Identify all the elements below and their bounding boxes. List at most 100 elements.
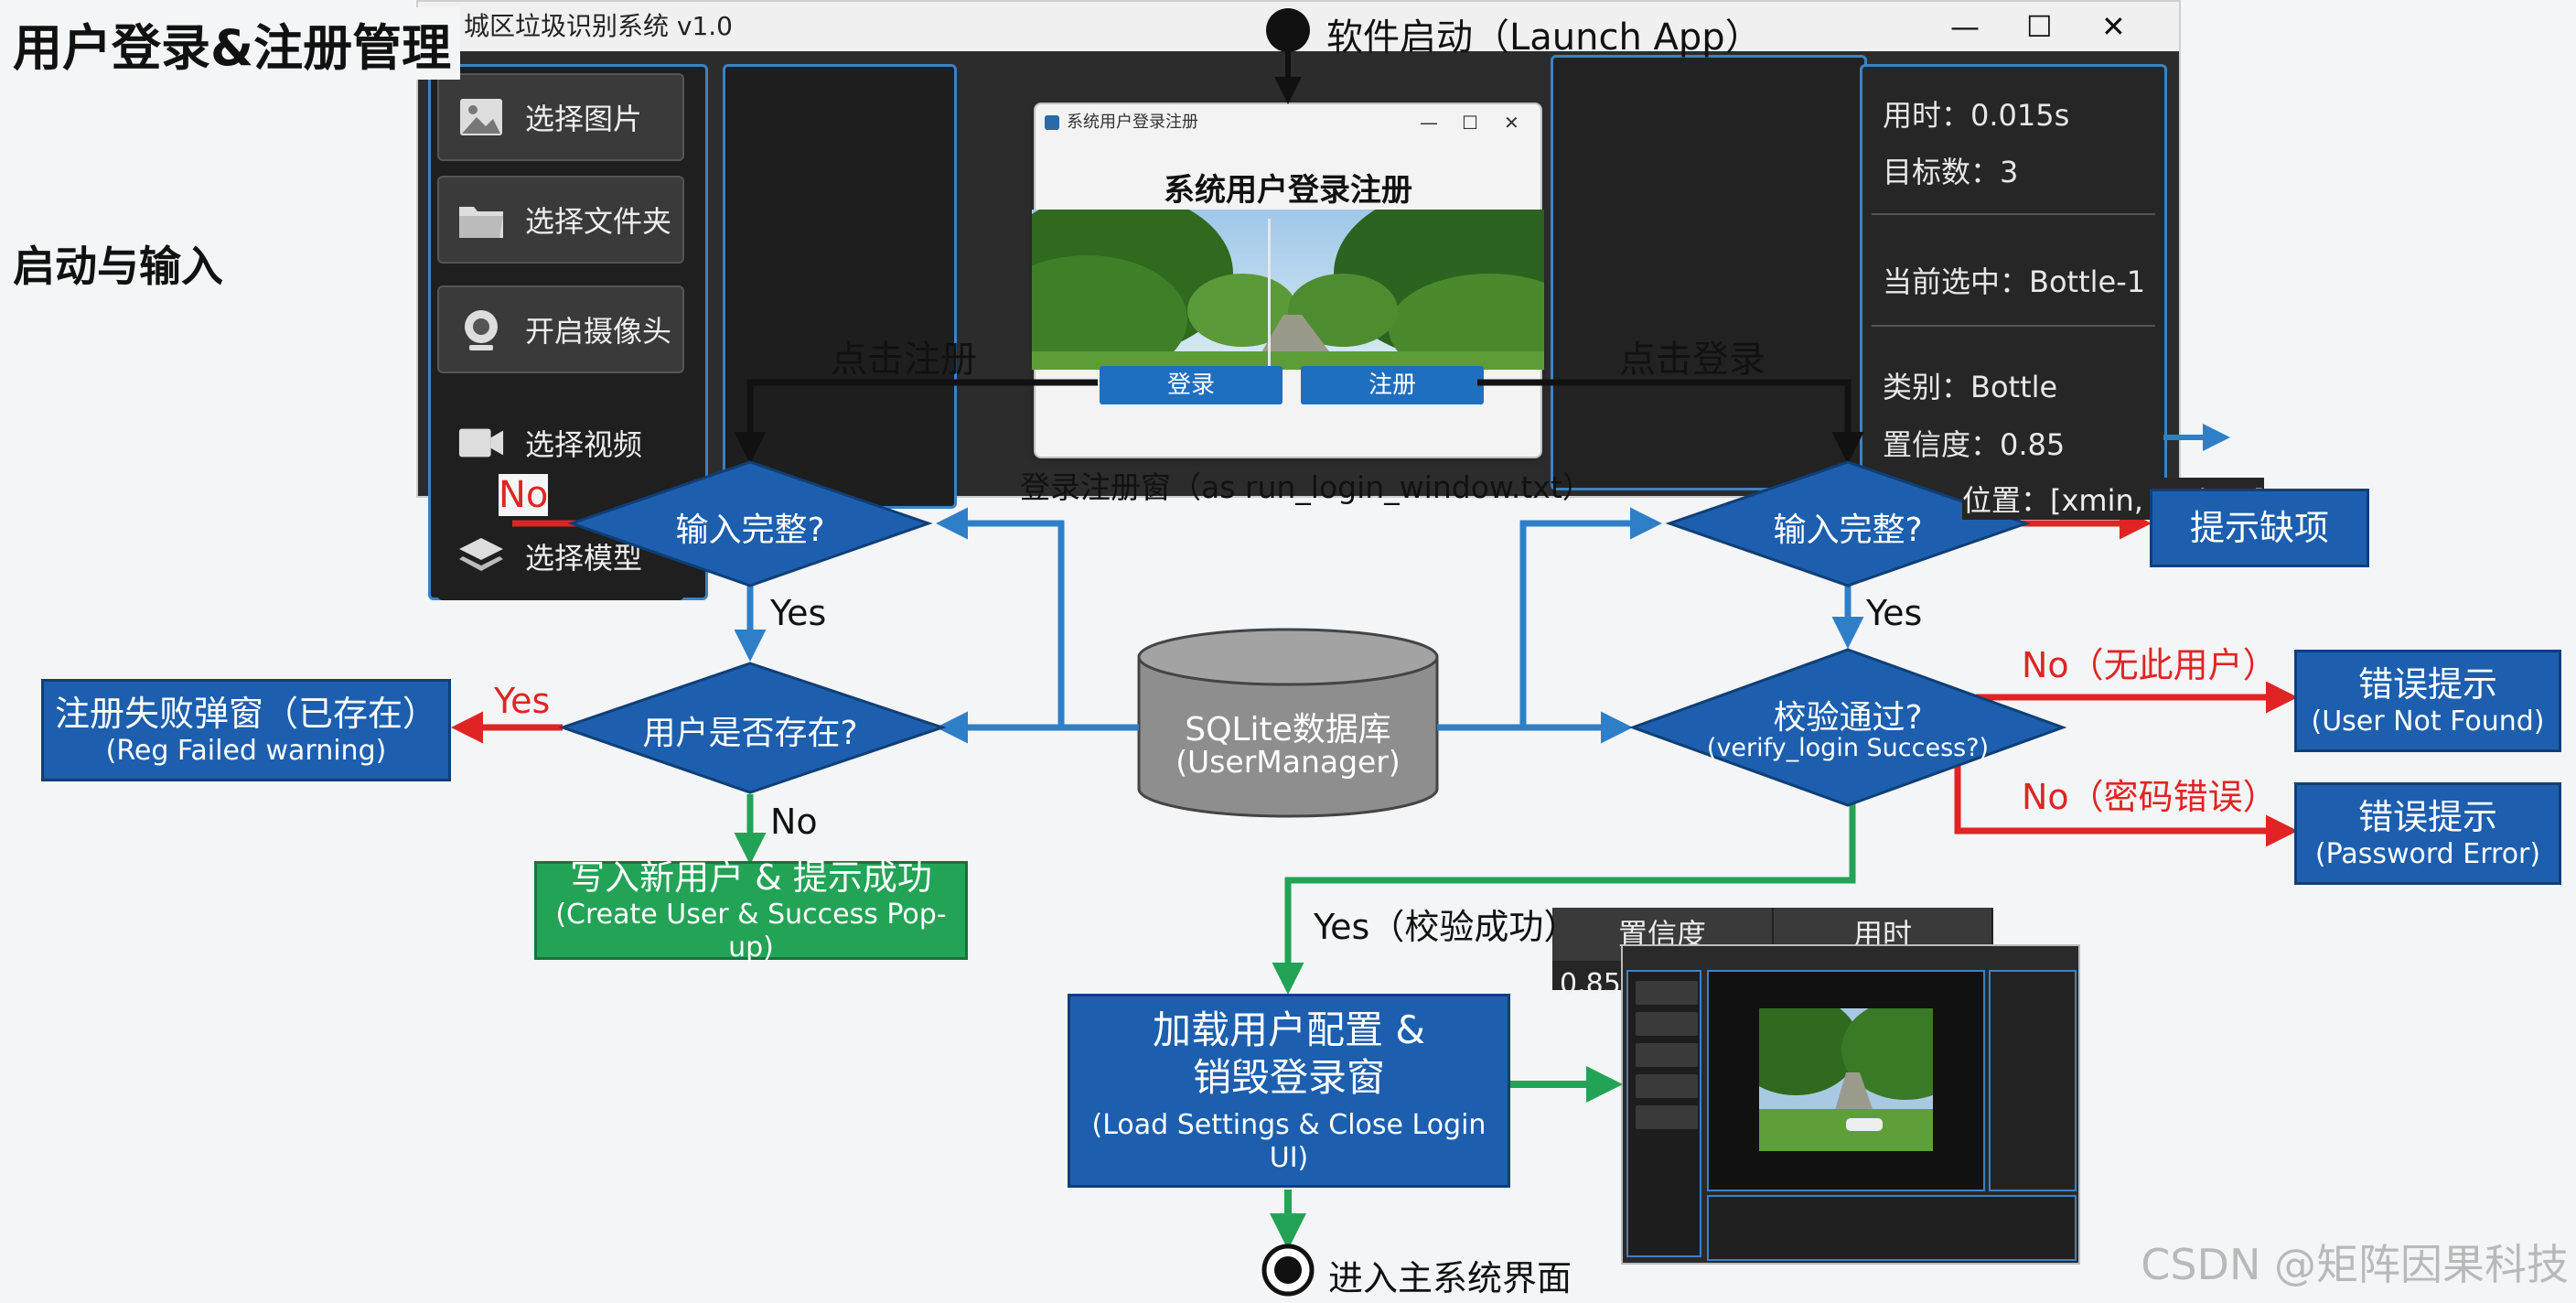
verify-sublabel: (verify_login Success?) — [1706, 734, 1990, 762]
create-user-subtitle: (Create User & Success Pop-up) — [555, 899, 947, 964]
click-register-arrow — [734, 379, 1098, 464]
verify-diamond — [1628, 648, 2067, 807]
app-info-panel: 用时：0.015s 目标数：3 当前选中：Bottle-1 类别：Bottle … — [1860, 64, 2167, 509]
preview-button — [1636, 1043, 1698, 1067]
load-settings-box: 加载用户配置 & 销毁登录窗 (Load Settings & Close Lo… — [1068, 994, 1510, 1188]
start-label: 软件启动（Launch App） — [1326, 16, 1762, 59]
image-icon — [457, 95, 505, 139]
app-result-panel — [1551, 55, 1867, 490]
close-icon[interactable]: ✕ — [1504, 112, 1519, 134]
wrong-password-label: No（密码错误） — [2022, 777, 2278, 817]
minimize-icon[interactable]: — — [1420, 112, 1438, 134]
verify-yes-arrow — [1272, 801, 1856, 995]
info-confidence: 置信度：0.85 — [1883, 427, 2066, 462]
preview-photo — [1759, 1008, 1933, 1151]
preview-info-panel — [1989, 970, 2077, 1191]
preview-table-panel — [1707, 1195, 2077, 1261]
login-window: 系统用户登录注册 — ☐ ✕ 系统用户登录注册 登录 注册 — [1032, 102, 1544, 458]
video-icon — [457, 421, 505, 465]
create-user-title: 写入新用户 & 提示成功 — [570, 857, 932, 898]
load-settings-title: 加载用户配置 & — [1152, 1007, 1426, 1052]
user-exists-diamond — [558, 662, 947, 794]
click-login-arrow — [1477, 379, 1864, 464]
click-register-label: 点击注册 — [831, 339, 977, 381]
register-button[interactable]: 注册 — [1301, 366, 1484, 404]
select-model-button[interactable]: 选择模型 — [437, 512, 684, 600]
maximize-icon[interactable]: ☐ — [1462, 112, 1478, 134]
start-node — [1266, 8, 1310, 52]
watermark: CSDN @矩阵因果科技 — [2141, 1240, 2569, 1289]
login-banner-photo — [1032, 210, 1544, 370]
error-user-subtitle: (User Not Found) — [2311, 705, 2545, 738]
open-camera-label: 开启摄像头 — [525, 314, 672, 349]
login-button[interactable]: 登录 — [1100, 366, 1283, 404]
preview-button — [1636, 1012, 1698, 1036]
select-model-label: 选择模型 — [525, 541, 643, 576]
login-heading: 系统用户登录注册 — [1164, 172, 1412, 209]
end-label: 进入主系统界面 — [1328, 1258, 1572, 1298]
close-icon[interactable]: ✕ — [2101, 9, 2126, 44]
info-class: 类别：Bottle — [1883, 370, 2058, 404]
section-title: 启动与输入 — [13, 242, 223, 291]
missing-input-title: 提示缺项 — [2189, 508, 2329, 548]
error-password-title: 错误提示 — [2357, 797, 2497, 837]
select-image-label: 选择图片 — [525, 102, 643, 136]
db-to-reg-input-arrow — [936, 507, 1139, 731]
preview-image-panel — [1707, 970, 1985, 1191]
main-system-preview — [1621, 944, 2080, 1265]
reg-yes-label: Yes — [770, 593, 827, 633]
confidence-value: 0.85 — [1560, 968, 1621, 1000]
info-targets: 目标数：3 — [1883, 155, 2019, 189]
folder-icon — [457, 198, 505, 242]
app-title: 城区垃圾识别系统 v1.0 — [464, 11, 734, 41]
info-divider — [1872, 325, 2155, 327]
preview-button — [1636, 981, 1698, 1005]
preview-side-panel — [1626, 970, 1701, 1257]
info-selected: 当前选中：Bottle-1 — [1883, 264, 2146, 299]
click-login-label: 点击登录 — [1619, 339, 1766, 381]
error-user-not-found-box: 错误提示 (User Not Found) — [2294, 650, 2561, 752]
error-password-subtitle: (Password Error) — [2314, 838, 2541, 870]
end-node-core — [1274, 1256, 1302, 1284]
login-titlebar: 系统用户登录注册 — ☐ ✕ — [1036, 104, 1540, 141]
login-window-caption: 登录注册窗（as run_login_window.txt） — [1020, 469, 1593, 505]
create-user-box: 写入新用户 & 提示成功 (Create User & Success Pop-… — [534, 857, 968, 964]
load-settings-title2: 销毁登录窗 — [1192, 1055, 1385, 1100]
preview-button — [1636, 1074, 1698, 1098]
database-label: SQLite数据库 — [1185, 711, 1391, 748]
reg-failed-subtitle: (Reg Failed warning) — [105, 735, 387, 767]
info-time: 用时：0.015s — [1883, 98, 2070, 133]
reg-failed-title: 注册失败弹窗（已存在） — [54, 694, 437, 734]
reg-failed-box: 注册失败弹窗（已存在） (Reg Failed warning) — [41, 679, 451, 781]
select-folder-button[interactable]: 选择文件夹 — [437, 176, 684, 264]
login-window-title: 系统用户登录注册 — [1067, 113, 1198, 132]
user-exists-label: 用户是否存在? — [642, 715, 858, 752]
info-divider — [1872, 213, 2155, 215]
page-title: 用户登录&注册管理 — [13, 7, 461, 80]
sqlite-database — [1137, 628, 1439, 818]
preview-button — [1636, 1105, 1698, 1129]
reg-no-label: No — [499, 474, 549, 516]
database-sublabel: (UserManager) — [1175, 744, 1401, 780]
login-input-complete-label: 输入完整? — [1773, 512, 1923, 549]
error-password-box: 错误提示 (Password Error) — [2294, 782, 2561, 885]
camera-icon — [457, 307, 505, 351]
user-exists-no-label: No — [770, 802, 818, 842]
db-to-login-input-arrow — [1437, 507, 1662, 731]
layers-icon — [457, 534, 505, 578]
open-camera-button[interactable]: 开启摄像头 — [437, 285, 684, 373]
select-image-button[interactable]: 选择图片 — [437, 73, 684, 161]
wrong-password-arrow — [1954, 759, 2298, 847]
user-exists-yes-label: Yes — [494, 681, 551, 721]
login-yes-label: Yes — [1866, 593, 1923, 633]
select-video-button[interactable]: 选择视频 — [437, 399, 684, 487]
minimize-icon[interactable]: — — [1950, 9, 1980, 44]
app-logo-icon — [1045, 115, 1059, 130]
verify-label: 校验通过? — [1773, 699, 1923, 737]
reg-input-complete-diamond — [567, 460, 933, 587]
load-settings-subtitle: (Load Settings & Close Login UI) — [1091, 1109, 1487, 1174]
verify-yes-label: Yes（校验成功） — [1314, 907, 1579, 947]
maximize-icon[interactable]: ☐ — [2026, 9, 2053, 44]
missing-input-box: 提示缺项 — [2150, 489, 2369, 567]
